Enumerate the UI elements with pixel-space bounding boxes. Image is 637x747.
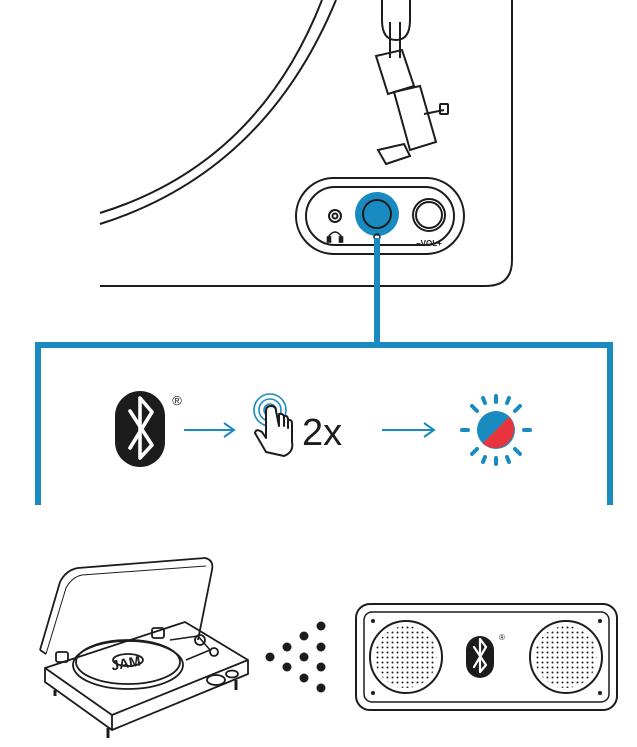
speaker-registered-mark: ® <box>499 633 505 642</box>
arrow-2 <box>382 422 436 438</box>
right-speaker-grille <box>529 620 603 694</box>
tonearm <box>374 0 449 166</box>
bluetooth-logo <box>115 391 165 467</box>
arrow-1 <box>184 422 236 438</box>
wireless-signal-icon <box>265 621 326 693</box>
turntable-platter <box>72 640 184 690</box>
speaker-bluetooth-logo <box>466 636 494 678</box>
platter-inner-arc <box>99 0 323 214</box>
volume-label: –VOL+ <box>416 239 442 248</box>
press-count-label: 2x <box>302 412 342 454</box>
headphone-jack[interactable] <box>328 209 342 223</box>
hand-icon <box>254 405 294 457</box>
turntable-closeup <box>99 0 513 287</box>
pairing-button-highlight[interactable] <box>355 192 399 241</box>
left-speaker-grille <box>369 620 443 694</box>
platter-outer-arc <box>99 0 337 225</box>
volume-knob[interactable] <box>412 198 446 232</box>
bluetooth-speaker <box>355 603 618 711</box>
blinking-led-icon <box>460 394 532 466</box>
turntable-logo: JAM <box>110 653 142 674</box>
turntable-base <box>44 621 249 716</box>
bluetooth-registered-mark: ® <box>172 393 182 408</box>
dust-cover <box>39 557 214 651</box>
headphone-icon <box>326 231 344 243</box>
pairing-button[interactable] <box>362 199 392 229</box>
turntable-body-outline <box>100 0 513 287</box>
callout-bracket <box>35 238 613 505</box>
press-button-icon <box>253 393 294 457</box>
turntable-illustration <box>39 557 249 738</box>
